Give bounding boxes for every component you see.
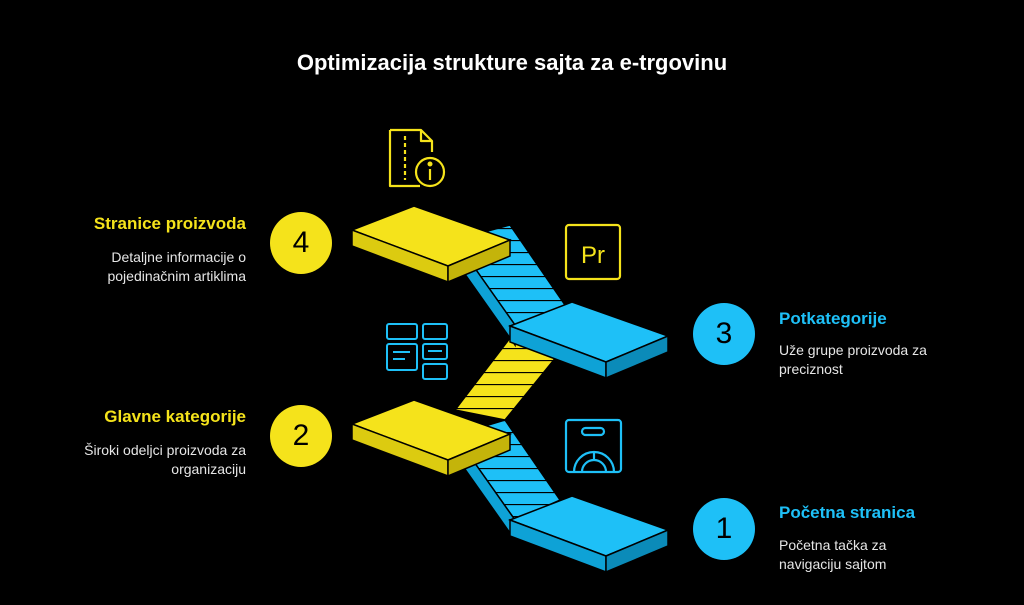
file-info-icon: [388, 128, 446, 188]
step-heading: Stranice proizvoda: [93, 214, 246, 233]
pr-file-icon: Pr: [564, 223, 622, 281]
step-number-badge: 1: [693, 498, 755, 560]
step-description: Široki odeljci proizvoda za organizaciju: [84, 442, 246, 477]
step-heading: Potkategorije: [779, 309, 887, 328]
platform-3: [507, 301, 671, 380]
step-description: Početna tačka za navigaciju sajtom: [779, 537, 887, 572]
platform-2: [349, 399, 513, 478]
step-description: Uže grupe proizvoda za preciznost: [779, 342, 927, 377]
step-number-badge: 3: [693, 303, 755, 365]
category-grid-icon: [386, 323, 448, 380]
step-heading: Glavne kategorije: [104, 407, 246, 426]
browser-dashboard-icon: [564, 418, 623, 474]
page-title: Optimizacija strukture sajta za e-trgovi…: [296, 50, 728, 75]
step-number-badge: 2: [270, 405, 332, 467]
platform-1: [507, 495, 671, 574]
step-description: Detaljne informacije o pojedinačnim arti…: [107, 249, 246, 284]
svg-text:Pr: Pr: [581, 242, 605, 269]
platform-4: [349, 205, 513, 284]
step-number-badge: 4: [270, 212, 332, 274]
step-heading: Početna stranica: [779, 503, 916, 522]
